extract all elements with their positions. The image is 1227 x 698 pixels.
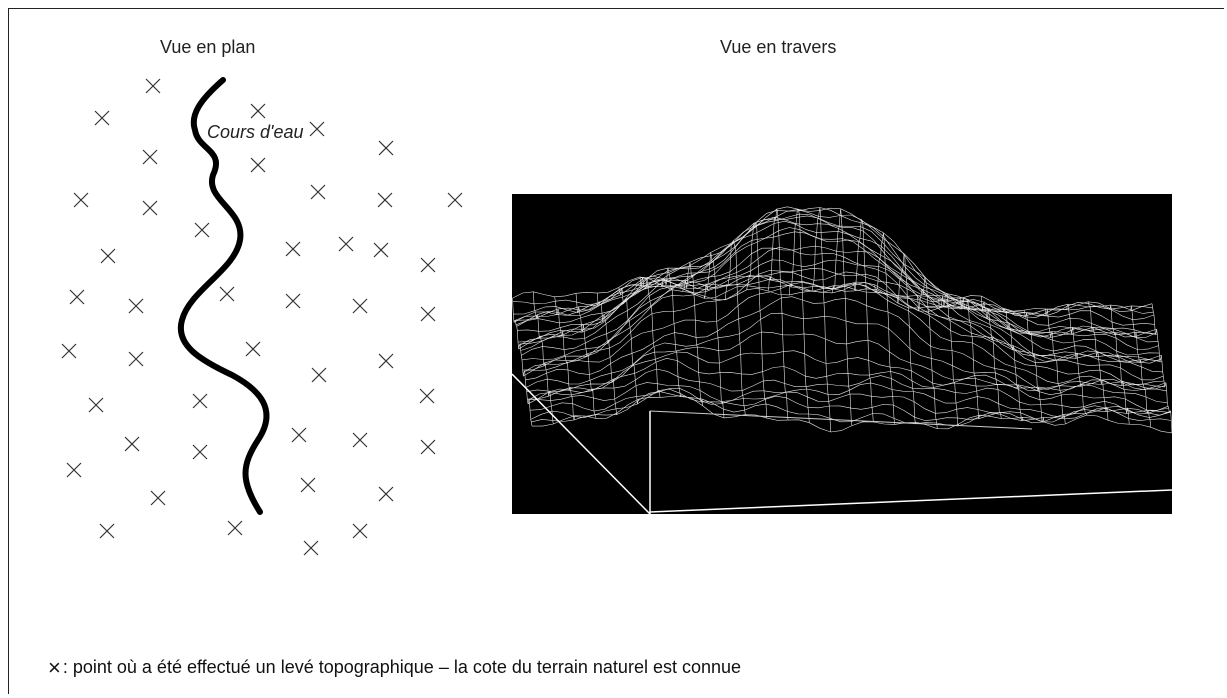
survey-point-cross bbox=[251, 158, 265, 172]
survey-point-cross bbox=[379, 141, 393, 155]
survey-points bbox=[62, 79, 462, 555]
survey-point-cross bbox=[421, 307, 435, 321]
survey-point-cross bbox=[312, 368, 326, 382]
survey-point-cross bbox=[353, 299, 367, 313]
terrain-wireframe-3d bbox=[512, 194, 1172, 514]
survey-point-cross bbox=[101, 249, 115, 263]
survey-point-cross bbox=[220, 287, 234, 301]
survey-point-cross bbox=[246, 342, 260, 356]
survey-point-cross bbox=[353, 524, 367, 538]
survey-point-cross bbox=[286, 294, 300, 308]
survey-point-cross bbox=[67, 463, 81, 477]
survey-point-cross bbox=[421, 440, 435, 454]
survey-point-cross bbox=[62, 344, 76, 358]
survey-point-cross bbox=[129, 299, 143, 313]
survey-point-cross bbox=[193, 445, 207, 459]
survey-point-cross bbox=[95, 111, 109, 125]
survey-point-cross bbox=[143, 150, 157, 164]
survey-point-cross bbox=[292, 428, 306, 442]
survey-point-cross bbox=[100, 524, 114, 538]
survey-point-cross bbox=[304, 541, 318, 555]
survey-point-cross bbox=[146, 79, 160, 93]
survey-point-cross bbox=[378, 193, 392, 207]
survey-point-cross bbox=[339, 237, 353, 251]
river-path bbox=[181, 80, 267, 512]
survey-point-cross bbox=[228, 521, 242, 535]
survey-point-cross bbox=[125, 437, 139, 451]
survey-point-cross bbox=[374, 243, 388, 257]
survey-point-cross bbox=[420, 389, 434, 403]
survey-point-cross bbox=[379, 354, 393, 368]
survey-point-cross bbox=[310, 122, 324, 136]
legend-text: : point où a été effectué un levé topogr… bbox=[63, 657, 741, 677]
plan-view-diagram bbox=[0, 0, 500, 560]
survey-point-cross bbox=[70, 290, 84, 304]
survey-point-cross bbox=[74, 193, 88, 207]
cross-symbol: × bbox=[48, 655, 61, 680]
survey-point-cross bbox=[195, 223, 209, 237]
survey-point-cross bbox=[286, 242, 300, 256]
river-label: Cours d'eau bbox=[207, 122, 304, 143]
survey-point-cross bbox=[421, 258, 435, 272]
survey-point-cross bbox=[129, 352, 143, 366]
survey-point-cross bbox=[301, 478, 315, 492]
cross-section-title: Vue en travers bbox=[720, 37, 836, 58]
survey-point-cross bbox=[311, 185, 325, 199]
legend: ×: point où a été effectué un levé topog… bbox=[48, 655, 741, 681]
survey-point-cross bbox=[251, 104, 265, 118]
survey-point-cross bbox=[151, 491, 165, 505]
survey-point-cross bbox=[193, 394, 207, 408]
survey-point-cross bbox=[379, 487, 393, 501]
survey-point-cross bbox=[89, 398, 103, 412]
survey-point-cross bbox=[353, 433, 367, 447]
survey-point-cross bbox=[448, 193, 462, 207]
survey-point-cross bbox=[143, 201, 157, 215]
